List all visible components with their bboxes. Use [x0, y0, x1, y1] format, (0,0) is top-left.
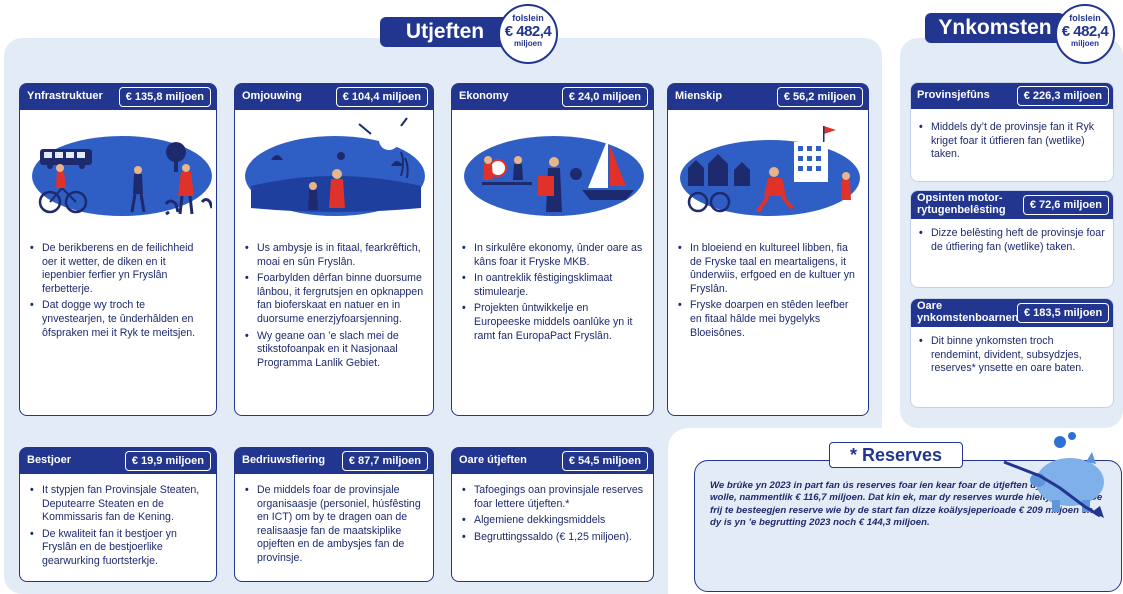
environment-illustration [245, 117, 425, 216]
bullet-item: De berikberens en de feilichheid oer it … [30, 242, 208, 296]
card-bullets: De berikberens en de feilichheid oer it … [30, 242, 208, 343]
ynkomsten-total-amount: € 482,4 [1061, 23, 1109, 40]
card-header: Provinsjefûns € 226,3 miljoen [911, 83, 1113, 109]
card-amount: € 72,6 miljoen [1022, 195, 1109, 215]
reserves-title: * Reserves [829, 442, 963, 468]
card-header: Bedriuwsfiering € 87,7 miljoen [235, 448, 433, 474]
economy-illustration [464, 136, 644, 216]
card-title: Bestjoer [27, 454, 72, 467]
community-illustration [680, 126, 860, 216]
card-title: Opsinten motor-rytugenbelêsting [917, 192, 1006, 216]
card-bullets: In sirkulêre ekonomy, ûnder oare as kâns… [462, 242, 645, 346]
ynkomsten-heading: Ynkomsten [925, 13, 1065, 43]
card-bullets: Tafoegings oan provinsjale reserves foar… [462, 484, 645, 547]
card-mienskip: Mienskip € 56,2 miljoen In bloeiend en k… [667, 83, 869, 416]
bullet-item: De kwaliteit fan it bestjoer yn Fryslân … [30, 528, 208, 569]
card-ekonomy: Ekonomy € 24,0 miljoen In sirkulêre ekon… [451, 83, 654, 416]
card-title: Oare ynkomstenboarnen [917, 300, 1019, 324]
bullet-item: Middels dy’t de provinsje fan it Ryk kri… [919, 121, 1105, 162]
ynkomsten-total-label: folslein [1069, 13, 1101, 23]
card-bullets: De middels foar de provinsjale organisaa… [245, 484, 425, 569]
utjeften-total-label: folslein [512, 13, 544, 23]
card-title: Mienskip [675, 90, 723, 103]
bullet-item: Dat dogge wy troch te ynvestearjen, te û… [30, 299, 208, 340]
card-omjouwing: Omjouwing € 104,4 miljoen Us ambysje is … [234, 83, 434, 416]
utjeften-total-amount: € 482,4 [504, 23, 552, 40]
card-bullets: Dizze belêsting heft de provinsje foar d… [919, 227, 1105, 257]
piggy-bank-illustration [1003, 432, 1104, 518]
bullet-item: In oantreklik fêstigingsklimaat stimulea… [462, 272, 645, 299]
card-title: Provinsjefûns [917, 89, 990, 102]
card-amount: € 183,5 miljoen [1017, 303, 1110, 323]
card-bullets: Us ambysje is in fitaal, fearkrêftich, m… [245, 242, 425, 373]
card-header: Omjouwing € 104,4 miljoen [235, 84, 433, 110]
bullet-item: Tafoegings oan provinsjale reserves foar… [462, 484, 645, 511]
ynkomsten-total-badge: folslein € 482,4 miljoen [1055, 4, 1115, 64]
card-oare-utjeften: Oare útjeften € 54,5 miljoen Tafoegings … [451, 447, 654, 582]
utjeften-total-badge: folslein € 482,4 miljoen [498, 4, 558, 64]
card-bullets: Dit binne ynkomsten troch rendemint, div… [919, 335, 1105, 379]
infrastructure-illustration [32, 136, 212, 216]
card-header: Mienskip € 56,2 miljoen [668, 84, 868, 110]
bullet-item: Foarbylden dêrfan binne duorsume lânbou,… [245, 272, 425, 326]
card-header: Oare útjeften € 54,5 miljoen [452, 448, 653, 474]
utjeften-heading: Utjeften [380, 17, 510, 47]
card-bullets: In bloeiend en kultureel libben, fia de … [678, 242, 860, 343]
card-bullets: It stypjen fan Provinsjale Steaten, Depu… [30, 484, 208, 572]
bullet-item: In sirkulêre ekonomy, ûnder oare as kâns… [462, 242, 645, 269]
bullet-item: Us ambysje is in fitaal, fearkrêftich, m… [245, 242, 425, 269]
card-amount: € 56,2 miljoen [776, 87, 863, 107]
income-card-provinsjefuns: Provinsjefûns € 226,3 miljoen Middels dy… [910, 82, 1114, 182]
card-title: Ekonomy [459, 90, 509, 103]
bullet-item: In bloeiend en kultureel libben, fia de … [678, 242, 860, 296]
card-amount: € 226,3 miljoen [1016, 86, 1109, 106]
card-header: Oare ynkomstenboarnen € 183,5 miljoen [911, 299, 1113, 327]
card-amount: € 19,9 miljoen [124, 451, 211, 471]
card-title: Oare útjeften [459, 454, 527, 467]
card-amount: € 135,8 miljoen [118, 87, 211, 107]
bullet-item: It stypjen fan Provinsjale Steaten, Depu… [30, 484, 208, 525]
card-header: Ynfrastruktuer € 135,8 miljoen [20, 84, 216, 110]
card-title: Ynfrastruktuer [27, 90, 103, 103]
card-ynfrastruktuer: Ynfrastruktuer € 135,8 miljoen De berikb… [19, 83, 217, 416]
income-card-motorrytugenbelesting: Opsinten motor-rytugenbelêsting € 72,6 m… [910, 190, 1114, 288]
card-header: Bestjoer € 19,9 miljoen [20, 448, 216, 474]
card-title: Bedriuwsfiering [242, 454, 326, 467]
bullet-item: De middels foar de provinsjale organisaa… [245, 484, 425, 566]
card-amount: € 104,4 miljoen [335, 87, 428, 107]
card-bestjoer: Bestjoer € 19,9 miljoen It stypjen fan P… [19, 447, 217, 582]
card-header: Ekonomy € 24,0 miljoen [452, 84, 653, 110]
reserves-text: We brûke yn 2023 in part fan ús reserves… [710, 480, 1103, 529]
card-amount: € 24,0 miljoen [561, 87, 648, 107]
bullet-item: Dizze belêsting heft de provinsje foar d… [919, 227, 1105, 254]
bullet-item: Wy geane oan ’e slach mei de stikstofoan… [245, 330, 425, 371]
income-card-oare-ynkomstenboarnen: Oare ynkomstenboarnen € 183,5 miljoen Di… [910, 298, 1114, 408]
card-header: Opsinten motor-rytugenbelêsting € 72,6 m… [911, 191, 1113, 219]
card-bullets: Middels dy’t de provinsje fan it Ryk kri… [919, 121, 1105, 165]
bullet-item: Begruttingssaldo (€ 1,25 miljoen). [462, 531, 645, 545]
card-amount: € 54,5 miljoen [561, 451, 648, 471]
ynkomsten-total-unit: miljoen [1070, 39, 1099, 48]
bullet-item: Fryske doarpen en stêden leefber en fita… [678, 299, 860, 340]
card-title: Omjouwing [242, 90, 302, 103]
bullet-item: Algemiene dekkingsmiddels [462, 514, 645, 528]
card-bedriuwsfiering: Bedriuwsfiering € 87,7 miljoen De middel… [234, 447, 434, 582]
utjeften-total-unit: miljoen [513, 39, 542, 48]
card-amount: € 87,7 miljoen [341, 451, 428, 471]
bullet-item: Dit binne ynkomsten troch rendemint, div… [919, 335, 1105, 376]
bullet-item: Projekten ûntwikkelje en Europeeske midd… [462, 302, 645, 343]
